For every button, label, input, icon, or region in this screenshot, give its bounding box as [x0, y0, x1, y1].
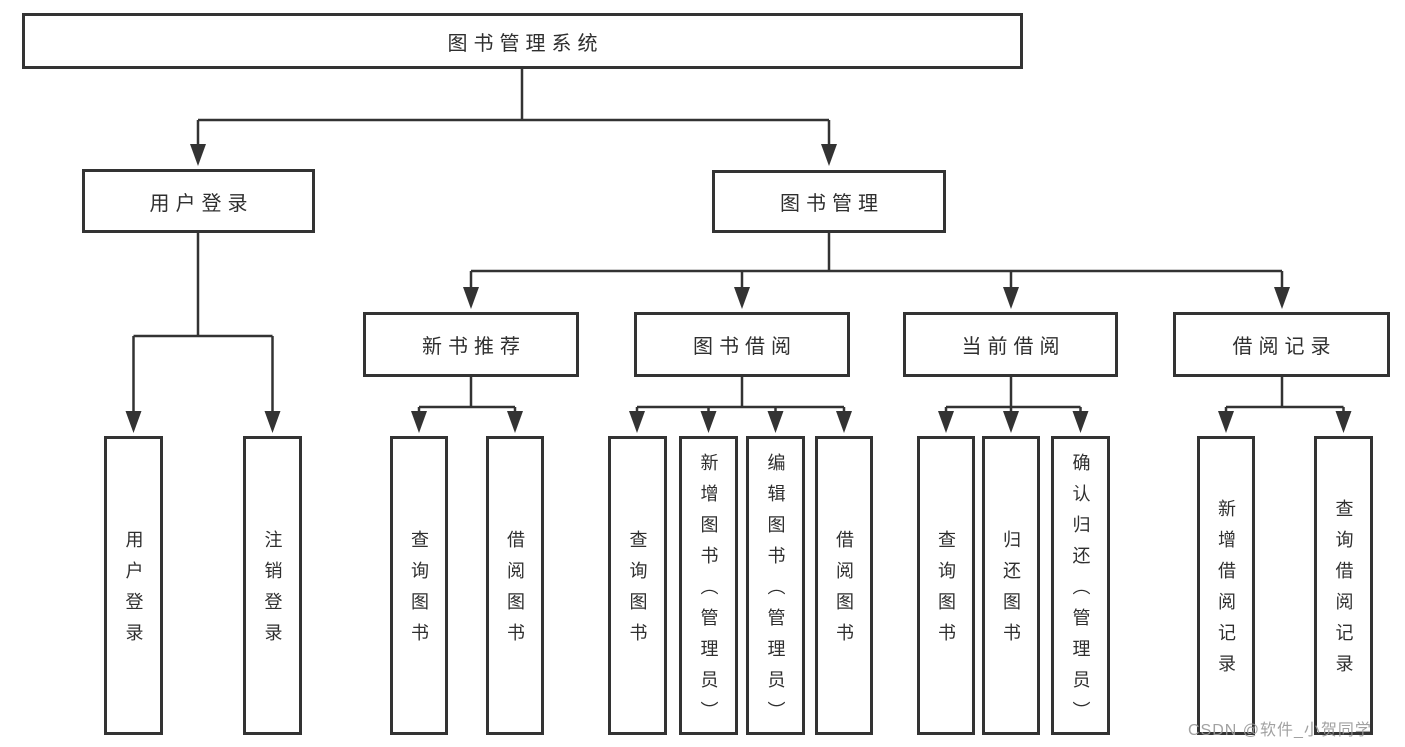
node-leaf-cb-query-books: 查询图书	[917, 436, 975, 735]
node-root-label: 图书管理系统	[447, 32, 604, 55]
node-leaf-bb-borrow-books: 借阅图书	[815, 436, 873, 735]
node-leaf-cb-return-books: 归还图书	[982, 436, 1040, 735]
node-borrowing-records-label: 借阅记录	[1232, 336, 1337, 358]
node-leaf-br-query-record: 查询借阅记录	[1314, 436, 1373, 735]
node-leaf-cb-return-books-label: 归还图书	[1001, 530, 1021, 654]
node-leaf-br-add-record-label: 新增借阅记录	[1216, 499, 1236, 685]
node-leaf-rec-borrow-books: 借阅图书	[486, 436, 544, 735]
node-current-borrowing-label: 当前借阅	[961, 336, 1066, 358]
node-user-login: 用户登录	[82, 169, 315, 233]
node-leaf-br-query-record-label: 查询借阅记录	[1333, 499, 1354, 685]
node-leaf-rec-query-books: 查询图书	[390, 436, 448, 735]
csdn-watermark: CSDN @软件_小贺同学	[1188, 722, 1372, 739]
node-leaf-bb-borrow-books-label: 借阅图书	[834, 530, 854, 654]
node-leaf-logout-label: 注销登录	[262, 530, 283, 654]
node-leaf-cb-query-books-label: 查询图书	[936, 530, 956, 654]
node-leaf-rec-query-books-label: 查询图书	[409, 530, 429, 654]
node-leaf-cb-confirm-return-admin-label: 确认归还（管理员）	[1070, 452, 1091, 732]
node-leaf-cb-confirm-return-admin: 确认归还（管理员）	[1051, 436, 1110, 735]
node-leaf-user-login-label: 用户登录	[123, 530, 144, 654]
node-leaf-bb-edit-books-admin: 编辑图书（管理员）	[746, 436, 805, 735]
node-current-borrowing: 当前借阅	[903, 312, 1118, 377]
node-user-login-label: 用户登录	[149, 192, 254, 215]
node-book-borrowing: 图书借阅	[634, 312, 850, 377]
node-leaf-user-login: 用户登录	[104, 436, 163, 735]
node-leaf-bb-query-books-label: 查询图书	[627, 530, 648, 654]
node-borrowing-records: 借阅记录	[1173, 312, 1390, 377]
node-leaf-logout: 注销登录	[243, 436, 302, 735]
node-leaf-bb-edit-books-admin-label: 编辑图书（管理员）	[765, 452, 786, 732]
node-leaf-bb-query-books: 查询图书	[608, 436, 667, 735]
node-leaf-rec-borrow-books-label: 借阅图书	[505, 530, 525, 654]
node-book-borrowing-label: 图书借阅	[693, 336, 797, 358]
node-book-management-label: 图书管理	[780, 193, 884, 215]
node-leaf-br-add-record: 新增借阅记录	[1197, 436, 1255, 735]
node-leaf-bb-add-books-admin-label: 新增图书（管理员）	[698, 452, 719, 732]
node-leaf-bb-add-books-admin: 新增图书（管理员）	[679, 436, 738, 735]
node-new-book-recommend-label: 新书推荐	[422, 336, 526, 358]
node-book-management: 图书管理	[712, 170, 946, 233]
node-new-book-recommend: 新书推荐	[363, 312, 579, 377]
node-root: 图书管理系统	[22, 13, 1023, 69]
